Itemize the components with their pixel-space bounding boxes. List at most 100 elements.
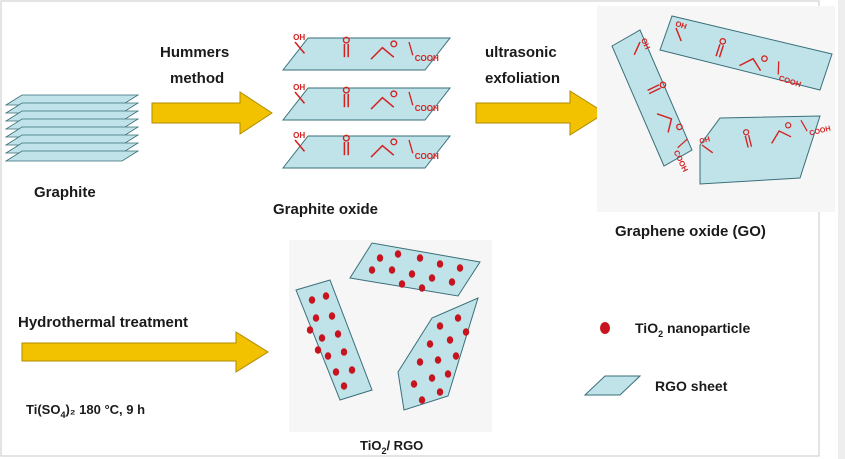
tio2-nanoparticle xyxy=(448,278,456,286)
tio2-nanoparticle xyxy=(410,380,418,388)
tio2-nanoparticle xyxy=(322,292,330,300)
carbonyl-oxygen xyxy=(659,81,667,89)
graphene-oxide-label: Graphene oxide (GO) xyxy=(615,223,766,240)
epoxy-bond xyxy=(370,144,395,158)
carbonyl-bond xyxy=(648,87,661,95)
epoxy-bond xyxy=(739,57,762,72)
rgo-sheet-right xyxy=(397,297,479,411)
tio2-nanoparticle xyxy=(446,336,454,344)
tio2-nanoparticle xyxy=(308,296,316,304)
conditions-label: Ti(SO4)₂ 180 °C, 9 h xyxy=(26,402,145,420)
carbonyl-bond xyxy=(744,135,749,148)
tio2-nanoparticle xyxy=(416,358,424,366)
cooh-bond xyxy=(408,41,414,56)
hummers-label-line2: method xyxy=(170,70,224,87)
tio2-nanoparticle xyxy=(436,260,444,268)
hydrothermal-label: Hydrothermal treatment xyxy=(18,314,188,331)
tio2-nanoparticle xyxy=(462,328,470,336)
legend-sheet-icon xyxy=(583,375,642,396)
cooh-group-label: COOH xyxy=(415,104,439,113)
tio2-nanoparticle xyxy=(314,346,322,354)
cooh-bond xyxy=(408,139,414,154)
carbonyl-oxygen xyxy=(342,134,350,142)
tio2-nanoparticle xyxy=(334,330,342,338)
cooh-group-label: COOH xyxy=(415,54,439,63)
carbonyl-bond xyxy=(747,134,753,147)
graphite-label: Graphite xyxy=(34,184,96,201)
tio2-nanoparticle xyxy=(418,396,426,404)
cooh-bond xyxy=(677,138,688,149)
go-sheet-right xyxy=(699,115,821,185)
oh-bond xyxy=(294,41,306,54)
go-sheet-top xyxy=(659,15,833,91)
oh-group-label: OH xyxy=(674,19,688,31)
carbonyl-oxygen xyxy=(342,36,350,44)
oh-group-label: OH xyxy=(293,83,305,92)
epoxy-oxygen xyxy=(390,40,398,48)
go-sheet-left xyxy=(611,29,693,167)
graphite-stack xyxy=(4,94,140,162)
oh-bond xyxy=(294,139,306,152)
tio2-nanoparticle xyxy=(306,326,314,334)
cooh-group-label: COOH xyxy=(415,152,439,161)
oh-group-label: OH xyxy=(639,37,652,51)
tio2-nanoparticle xyxy=(444,370,452,378)
right-edge-band xyxy=(838,0,845,459)
tio2-nanoparticle xyxy=(436,388,444,396)
tio2-nanoparticle xyxy=(456,264,464,272)
hydrothermal-arrow xyxy=(21,331,269,373)
epoxy-oxygen xyxy=(390,138,398,146)
hummers-arrow xyxy=(151,91,273,135)
tio2-nanoparticle xyxy=(428,374,436,382)
epoxy-bond xyxy=(370,96,395,110)
carbonyl-oxygen xyxy=(342,86,350,94)
tio2-nanoparticle xyxy=(376,254,384,262)
tio2-nanoparticle xyxy=(452,352,460,360)
graphite-oxide-label: Graphite oxide xyxy=(273,201,378,218)
legend-nanoparticle-dot xyxy=(600,322,610,334)
tio2-nanoparticle xyxy=(418,284,426,292)
hummers-label-line1: Hummers xyxy=(160,44,229,61)
epoxy-bond xyxy=(656,113,673,133)
tio2-nanoparticle xyxy=(426,340,434,348)
epoxy-oxygen xyxy=(785,122,792,129)
tio2-nanoparticle xyxy=(394,250,402,258)
tio2-nanoparticle xyxy=(332,368,340,376)
functional-groups: OH COOH xyxy=(293,33,439,63)
tio2-nanoparticle xyxy=(388,266,396,274)
tio2-nanoparticle xyxy=(408,270,416,278)
tio2-nanoparticle xyxy=(340,382,348,390)
epoxy-oxygen xyxy=(390,90,398,98)
tio2-nanoparticle xyxy=(340,348,348,356)
tio2-rgo-sheets xyxy=(295,242,481,411)
tio2-nanoparticle xyxy=(436,322,444,330)
oh-bond xyxy=(701,144,714,154)
cooh-bond xyxy=(800,120,808,132)
legend-nanoparticle-label: TiO2 nanoparticle xyxy=(635,320,750,339)
cooh-bond xyxy=(408,91,414,106)
tio2-nanoparticle xyxy=(318,334,326,342)
tio2-nanoparticle xyxy=(454,314,462,322)
epoxy-bond xyxy=(370,46,395,60)
carbonyl-bond xyxy=(715,43,721,57)
tio2-rgo-label: TiO2/ RGO xyxy=(360,438,423,456)
legend-sheet-label: RGO sheet xyxy=(655,378,728,394)
tio2-nanoparticle xyxy=(328,312,336,320)
exfoliation-arrow xyxy=(475,90,606,136)
epoxy-oxygen xyxy=(761,55,768,62)
ultrasonic-label-line2: exfoliation xyxy=(485,70,560,87)
ultrasonic-label-line1: ultrasonic xyxy=(485,44,557,61)
epoxy-bond xyxy=(771,130,792,144)
cooh-bond xyxy=(777,61,780,75)
tio2-nanoparticle xyxy=(368,266,376,274)
carbonyl-oxygen xyxy=(719,37,727,45)
oh-bond xyxy=(633,41,641,56)
oh-group-label: OH xyxy=(293,33,305,42)
tio2-nanoparticle xyxy=(434,356,442,364)
oh-bond xyxy=(294,91,306,104)
tio2-nanoparticle xyxy=(324,352,332,360)
